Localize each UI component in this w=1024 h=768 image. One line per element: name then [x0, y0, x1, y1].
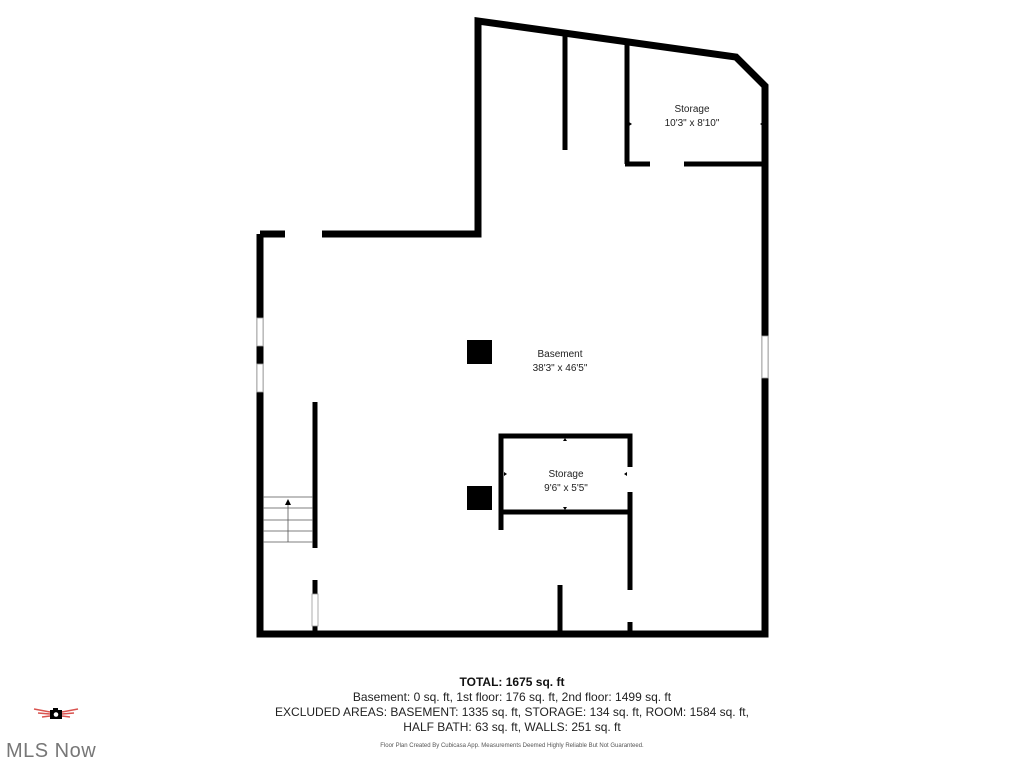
- room-dimensions: 10'3" x 8'10": [664, 118, 720, 129]
- room-name: Storage: [674, 104, 710, 115]
- room-dimensions: 38'3" x 46'5": [532, 363, 588, 374]
- room-label-basement: Basement 38'3" x 46'5": [533, 348, 588, 376]
- exterior-walls: [256, 16, 769, 638]
- camera-with-wings-icon: [33, 708, 79, 719]
- floor-areas: Basement: 0 sq. ft, 1st floor: 176 sq. f…: [352, 690, 672, 704]
- openings: [256, 160, 769, 627]
- room-name: Basement: [537, 349, 583, 360]
- stairs: [263, 496, 313, 543]
- support-column: [467, 486, 492, 510]
- interior-walls: [312, 36, 767, 634]
- stairs-up-arrow-icon: [285, 499, 291, 505]
- room-name: Storage: [548, 469, 584, 480]
- room-dimensions: 9'6" x 5'5": [544, 483, 588, 494]
- room-label-storage-lower: Storage 9'6" x 5'5": [544, 468, 588, 496]
- excluded-areas-continued: HALF BATH: 63 sq. ft, WALLS: 251 sq. ft: [403, 720, 621, 734]
- excluded-areas: EXCLUDED AREAS: BASEMENT: 1335 sq. ft, S…: [275, 705, 749, 719]
- dimension-ticks: [481, 122, 763, 634]
- logo-text: MLS Now: [6, 740, 97, 762]
- support-column: [467, 340, 492, 364]
- total-area: TOTAL: 1675 sq. ft: [459, 675, 565, 689]
- disclaimer: Floor Plan Created By Cubicasa App. Meas…: [380, 743, 644, 749]
- room-label-storage-upper: Storage 10'3" x 8'10": [665, 103, 720, 131]
